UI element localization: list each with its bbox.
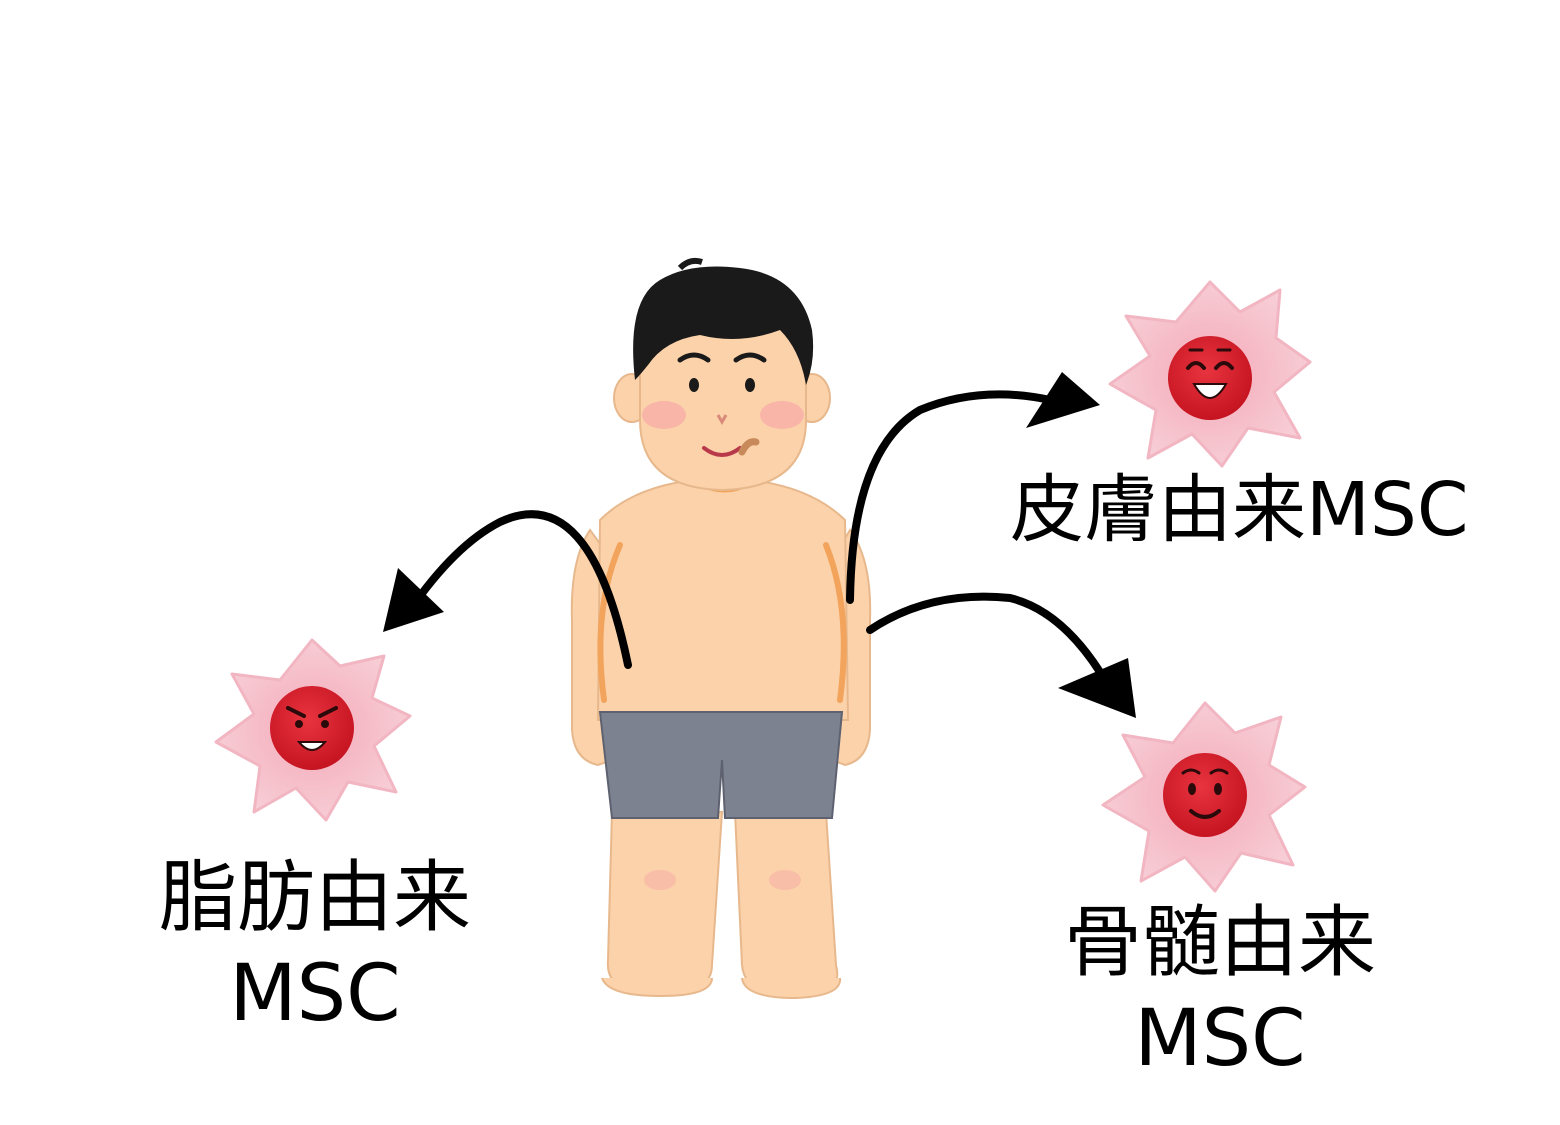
legs [602,812,840,998]
bone-marrow-label-line1: 骨髄由来 [1035,895,1405,991]
adipose-stem-cell [216,640,410,820]
torso [598,478,848,720]
bone-marrow-label-line2: MSC [1035,991,1405,1087]
skin-msc-label: 皮膚由来MSC [1010,462,1555,558]
briefs [600,712,842,818]
bone-marrow-msc-label: 骨髄由来 MSC [1035,895,1405,1087]
adipose-label-line2: MSC [130,946,500,1042]
adipose-msc-label: 脂肪由来 MSC [130,850,500,1042]
bone-marrow-stem-cell [1103,703,1305,891]
adipose-label-line1: 脂肪由来 [130,850,500,946]
skin-label-line1: 皮膚由来MSC [1010,462,1555,558]
arrow-to-bone-marrow [870,597,1100,672]
skin-stem-cell [1110,282,1310,466]
head [614,261,830,490]
